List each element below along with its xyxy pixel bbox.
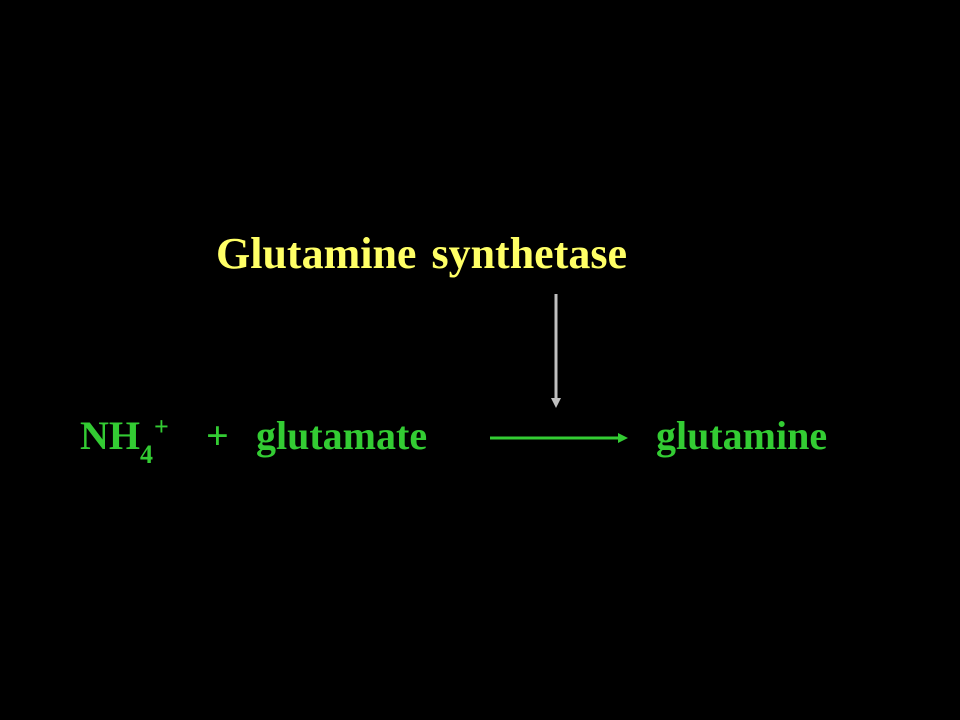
reactant-ammonium: NH4+ [80, 412, 169, 469]
ammonium-base: NH [80, 413, 140, 458]
reactant-glutamate: glutamate [256, 413, 428, 458]
ammonium-subscript: 4 [140, 440, 153, 469]
reaction-arrow [490, 433, 628, 443]
product-glutamine: glutamine [656, 413, 828, 458]
plus-sign: + [206, 413, 229, 458]
enzyme-catalysis-arrow [551, 294, 561, 408]
enzyme-label: Glutamine synthetase [216, 229, 627, 278]
ammonium-superscript: + [154, 412, 169, 441]
